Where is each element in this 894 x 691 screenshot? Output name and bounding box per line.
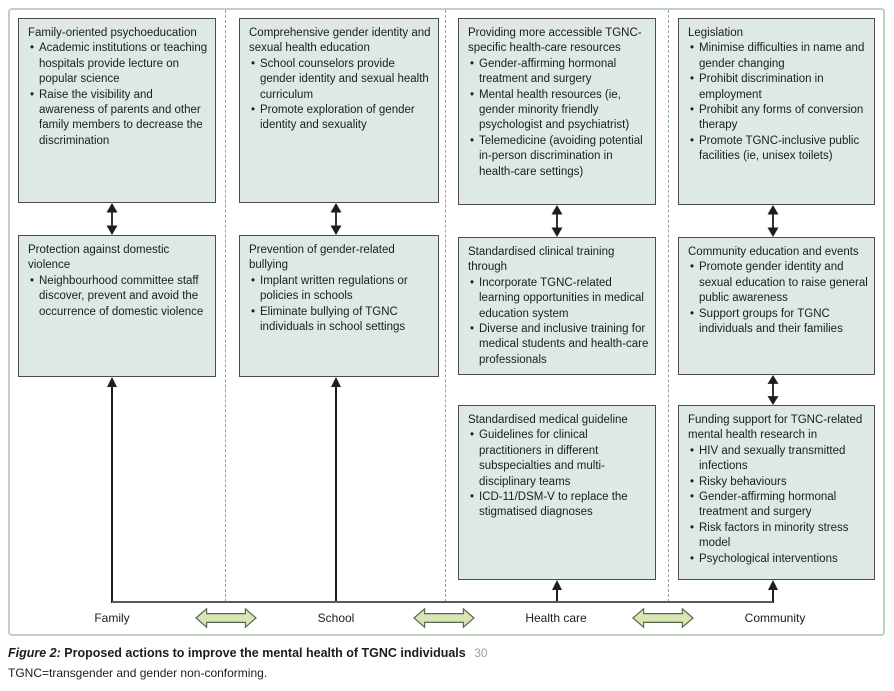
up-arrow-icon [551, 580, 562, 590]
connector-line [335, 385, 337, 603]
box-healthcare-accessible-resources: Providing more accessible TGNC-specific … [458, 18, 656, 205]
bullet-item: Prohibit any forms of conversion therapy [688, 103, 869, 134]
bullet-item: School counselors provide gender identit… [249, 57, 433, 103]
box-family-domestic-violence-protection: Protection against domestic violence Nei… [18, 235, 216, 377]
bullet-item: Support groups for TGNC individuals and … [688, 307, 869, 338]
bullet-item: Mental health resources (ie, gender mino… [468, 88, 650, 134]
box-healthcare-medical-guideline: Standardised medical guideline Guideline… [458, 405, 656, 580]
box-title: Family-oriented psychoeducation [28, 27, 197, 39]
double-arrow-icon [767, 205, 779, 237]
bullet-item: Implant written regulations or policies … [249, 274, 433, 305]
box-school-bullying-prevention: Prevention of gender-related bullying Im… [239, 235, 439, 377]
bullet-item: Telemedicine (avoiding potential in-pers… [468, 134, 650, 180]
box-community-education-events: Community education and events Promote g… [678, 237, 875, 375]
horizontal-double-arrow-icon [413, 607, 475, 629]
bullet-item: Promote exploration of gender identity a… [249, 103, 433, 134]
figure-caption-label: Figure 2: [8, 646, 61, 660]
horizontal-double-arrow-icon [195, 607, 257, 629]
column-label-community: Community [744, 611, 806, 625]
column-label-family: Family [94, 611, 130, 625]
connector-line [556, 588, 558, 603]
bullet-item: Risk factors in minority stress model [688, 521, 869, 552]
double-arrow-icon [106, 203, 118, 235]
box-title: Standardised medical guideline [468, 414, 628, 426]
double-arrow-icon [330, 203, 342, 235]
bullet-item: Neighbourhood committee staff discover, … [28, 274, 210, 320]
figure-caption-title: Proposed actions to improve the mental h… [64, 646, 466, 660]
bullet-item: Eliminate bullying of TGNC individuals i… [249, 305, 433, 336]
bullet-item: Risky behaviours [688, 475, 869, 491]
bullet-item: Guidelines for clinical practitioners in… [468, 428, 650, 490]
bullet-item: Promote gender identity and sexual educa… [688, 260, 869, 306]
figure-caption-ref: 30 [474, 646, 488, 660]
box-community-legislation: Legislation Minimise difficulties in nam… [678, 18, 875, 205]
horizontal-double-arrow-icon [632, 607, 694, 629]
bullet-item: Prohibit discrimination in employment [688, 72, 869, 103]
box-title: Legislation [688, 27, 743, 39]
double-arrow-icon [767, 375, 779, 405]
up-arrow-icon [767, 580, 778, 590]
bullet-item: Diverse and inclusive training for medic… [468, 322, 650, 368]
bullet-item: Promote TGNC-inclusive public facilities… [688, 134, 869, 165]
column-separator-family-school [225, 10, 226, 602]
bullet-item: Incorporate TGNC-related learning opport… [468, 276, 650, 322]
double-arrow-icon [551, 205, 563, 237]
box-title: Community education and events [688, 246, 859, 258]
bottom-axis-line [112, 601, 773, 603]
up-arrow-icon [330, 377, 341, 387]
column-label-school: School [317, 611, 355, 625]
column-separator-school-healthcare [445, 10, 446, 602]
box-title: Protection against domestic violence [28, 244, 170, 272]
bullet-item: Raise the visibility and awareness of pa… [28, 88, 210, 150]
box-family-psychoeducation: Family-oriented psychoeducation Academic… [18, 18, 216, 203]
box-title: Comprehensive gender identity and sexual… [249, 27, 431, 55]
column-label-healthcare: Health care [525, 611, 587, 625]
bullet-item: Gender-affirming hormonal treatment and … [468, 57, 650, 88]
box-title: Prevention of gender-related bullying [249, 244, 395, 272]
bullet-item: HIV and sexually transmitted infections [688, 444, 869, 475]
bullet-item: Gender-affirming hormonal treatment and … [688, 490, 869, 521]
bullet-item: Academic institutions or teaching hospit… [28, 41, 210, 87]
connector-line [111, 385, 113, 603]
bullet-item: Psychological interventions [688, 552, 869, 568]
box-healthcare-clinical-training: Standardised clinical training through I… [458, 237, 656, 375]
figure-caption: Figure 2: Proposed actions to improve th… [8, 646, 488, 660]
box-community-funding-support: Funding support for TGNC-related mental … [678, 405, 875, 580]
diagram-frame [8, 8, 885, 636]
up-arrow-icon [106, 377, 117, 387]
box-title: Funding support for TGNC-related mental … [688, 414, 863, 442]
box-school-gender-identity-education: Comprehensive gender identity and sexual… [239, 18, 439, 203]
bullet-item: Minimise difficulties in name and gender… [688, 41, 869, 72]
box-title: Standardised clinical training through [468, 246, 615, 274]
bullet-item: ICD-11/DSM-V to replace the stigmatised … [468, 490, 650, 521]
figure-caption-note: TGNC=transgender and gender non-conformi… [8, 666, 268, 680]
connector-line [772, 588, 774, 603]
column-separator-healthcare-community [668, 10, 669, 602]
box-title: Providing more accessible TGNC-specific … [468, 27, 642, 55]
